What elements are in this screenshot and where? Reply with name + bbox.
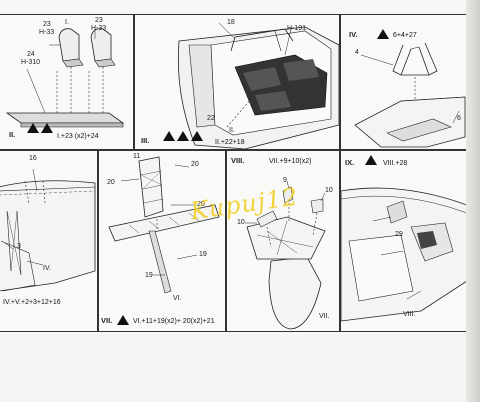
tail-assembly-drawing — [108, 156, 220, 325]
formula-step-8: VII.+9+10(x2) — [269, 158, 312, 165]
label-step-1-a: I. — [65, 19, 69, 26]
panel-step-9: IX. VIII.+28 29 VIII. — [340, 150, 468, 332]
canopy-assembly-drawing — [341, 155, 467, 322]
cockpit-fuselage-drawing — [163, 22, 339, 149]
label-20a: 20 — [191, 161, 199, 168]
label-ref-vi: VI. — [173, 295, 182, 302]
step-label-2: II. — [9, 130, 16, 139]
label-23a: 23 — [43, 21, 51, 28]
formula-step-7: VI.+11+19(x2)+ 20(x2)+21 — [133, 318, 215, 325]
label-20c: 20 — [197, 201, 205, 208]
panel-step-7: 11 20 20 20 19 19 VI. VII. VI.+11+19(x2)… — [98, 150, 226, 332]
label-6: 6 — [457, 115, 461, 122]
label-10a: 10 — [325, 187, 333, 194]
label-4: 4 — [355, 49, 359, 56]
label-h33b: H-33 — [91, 25, 107, 32]
label-3: 3 — [17, 243, 21, 250]
panel-step-2: 23 H-33 I. 23 H-33 24 H-310 II. I.+23 (x… — [0, 14, 134, 150]
formula-step-3: II.+22+18 — [215, 139, 245, 146]
label-18: 18 — [227, 19, 235, 26]
label-h310: H-310 — [21, 59, 41, 66]
label-24: 24 — [27, 51, 35, 58]
label-ref-vii: VII. — [319, 313, 330, 320]
rudder-assembly-drawing — [245, 180, 326, 330]
label-h33a: H-33 — [39, 29, 55, 36]
label-23b: 23 — [95, 17, 103, 24]
panel-step-4: IV. 6+4+27 4 6 — [340, 14, 468, 150]
page-fold-shadow — [466, 0, 480, 402]
label-ref-viii: VIII. — [403, 311, 416, 318]
wing-assembly-drawing — [0, 168, 96, 292]
panel-step-3: 18 H-191 22 II. III. II.+22+18 — [134, 14, 340, 150]
label-9: 9 — [283, 177, 287, 184]
label-22: 22 — [207, 115, 215, 122]
label-10b: 10 — [237, 219, 245, 226]
label-h191: H-191 — [287, 25, 307, 32]
label-11: 11 — [133, 153, 141, 160]
label-19a: 19 — [199, 251, 207, 258]
step-label-7: VII. — [101, 316, 113, 325]
panel-step-5: 16 3 IV. IV.+V.+2+3+12+16 — [0, 150, 98, 332]
panel-step-8: VIII. VII.+9+10(x2) 9 10 10 VII. — [226, 150, 340, 332]
blank-margin — [0, 335, 480, 402]
label-19b: 19 — [145, 272, 153, 279]
formula-step-2: I.+23 (x2)+24 — [57, 133, 99, 140]
label-ref-ii: II. — [229, 127, 235, 134]
seat-assembly-drawing — [5, 28, 125, 133]
step-label-9: IX. — [345, 158, 355, 167]
windshield-drawing — [354, 29, 466, 148]
label-16: 16 — [29, 155, 37, 162]
formula-step-5: IV.+V.+2+3+12+16 — [3, 299, 61, 306]
formula-step-4: 6+4+27 — [393, 32, 417, 39]
step-label-8: VIII. — [231, 156, 245, 165]
label-29: 29 — [395, 231, 403, 238]
label-20b: 20 — [107, 179, 115, 186]
label-ref-iv: IV. — [43, 265, 51, 272]
step-label-3: III. — [141, 136, 150, 145]
step-label-4: IV. — [349, 30, 358, 39]
formula-step-9: VIII.+28 — [383, 160, 408, 167]
